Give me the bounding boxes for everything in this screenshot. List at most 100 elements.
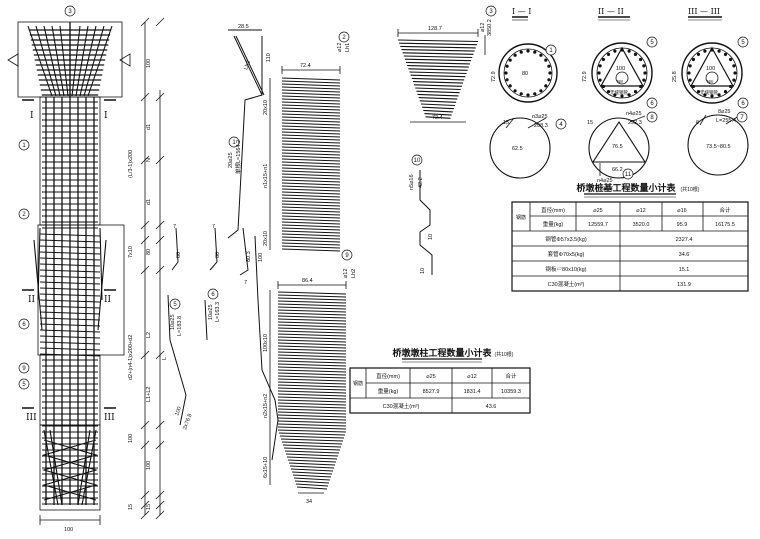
section-mark-III-right: III: [104, 413, 115, 423]
rebar-dot: [533, 92, 537, 96]
rebar-dot: [544, 84, 548, 88]
rebar-dot: [547, 64, 551, 68]
spiral2-turn: [277, 393, 347, 397]
marker-5d: 5: [737, 36, 749, 48]
table1-title: 桥墩桩基工程数量小计表: [576, 182, 676, 194]
dim-N: N: [146, 158, 152, 162]
spiral2-turn: [277, 327, 347, 331]
marker-1b: 1: [228, 136, 240, 148]
section-II-n8: N8: [617, 79, 623, 84]
table1-h4: 合计: [719, 206, 731, 214]
column-stirrup: [39, 269, 101, 273]
column-stirrup: [39, 245, 101, 249]
table2: 桥墩墩柱工程数量小计表 (共10根) 钢筋 直径(mm) ⌀25 ⌀12 合计 …: [353, 347, 521, 410]
rebar-dot: [519, 50, 523, 54]
rebar-dot: [513, 89, 517, 93]
z-bar-len: 42.2: [418, 177, 424, 188]
small-bar-d: 100: [174, 406, 183, 417]
section-III-note: 无缝钢管: [700, 89, 718, 96]
table1-h3: ⌀16: [677, 208, 686, 214]
cone-turn: [397, 39, 479, 43]
ring11-tag: n4⌀25: [597, 178, 613, 184]
ring8-tag: n4⌀25: [626, 111, 642, 117]
dim-tick: [155, 510, 165, 520]
ring11-len: 198.7: [599, 186, 613, 192]
rebar-dot: [513, 53, 517, 57]
rebar-dot: [620, 94, 624, 98]
spiral2-turn: [277, 420, 347, 424]
spiral2-tag-sub: Lh2: [351, 269, 357, 278]
ring4-len: 208.3: [534, 123, 548, 129]
spiral2-turn: [292, 474, 332, 478]
spiral2-tag: ⌀12: [343, 269, 349, 278]
marker-5b: 5: [169, 298, 181, 310]
table1-title-note: (共10根): [681, 186, 700, 193]
dim-L1-L2: L1+L2: [146, 387, 152, 402]
section-II-dim: 100: [616, 66, 625, 72]
ring-4: [489, 117, 551, 179]
spiral2-turn: [280, 438, 344, 442]
svg-text:6: 6: [22, 322, 26, 328]
cone-turn: [410, 74, 466, 78]
spiral2-turn: [277, 369, 347, 373]
spiral2-turn: [277, 333, 347, 337]
rebar-dot: [508, 58, 512, 62]
spiral1-turn: [281, 176, 341, 180]
spiral2-turn: [278, 432, 346, 436]
column-stirrup: [39, 311, 101, 315]
dim-tick: [155, 92, 165, 102]
spiral2-turn: [277, 339, 347, 343]
svg-text:4: 4: [559, 122, 563, 128]
section-II: [591, 16, 653, 104]
z-bar-drawing: [419, 170, 433, 275]
spiral2-turn: [277, 324, 347, 328]
svg-text:2: 2: [342, 35, 346, 41]
dim-tick: [140, 440, 150, 450]
marker-6d: 6: [737, 97, 749, 109]
spiral2-turn: [277, 294, 347, 298]
ring8-len: 292.3: [628, 120, 642, 126]
dim-bottom-width: 100: [64, 527, 73, 533]
rebar-dot: [597, 71, 601, 75]
cone-turn: [411, 77, 465, 81]
rebar-dot: [688, 64, 692, 68]
table2-h0: 直径(mm): [376, 372, 400, 380]
section-mark-I-right: I: [104, 111, 108, 121]
spiral1-turn: [281, 221, 341, 225]
cone-turn: [424, 113, 452, 116]
rebar-dot: [642, 78, 646, 82]
dim-tick: [140, 265, 150, 275]
table2-title: 桥墩墩柱工程数量小计表: [392, 347, 492, 359]
spiral2-turn: [277, 408, 347, 412]
table1-r3-label: C30混凝土(m³): [548, 280, 585, 288]
spiral2-turn: [293, 477, 331, 481]
svg-text:6: 6: [211, 292, 215, 298]
cone-turn: [412, 81, 464, 84]
rebar-dot: [598, 64, 602, 68]
cone-turn: [408, 68, 468, 71]
column-stirrup: [39, 239, 101, 243]
bent-bar-drawing: [167, 29, 279, 461]
small-bar-a: L=183.8: [177, 316, 183, 336]
spiral2-turn: [277, 306, 347, 310]
spiral1-turn: [281, 206, 341, 210]
rebar-dot: [539, 53, 543, 57]
spiral1-turn: [281, 152, 341, 156]
spiral2-turn: [277, 426, 347, 430]
spiral2-turn: [277, 342, 347, 346]
table1-r1-label: 套管Φ70x5(kg): [548, 250, 585, 258]
cone-tag-sub: 3850.2: [487, 19, 493, 36]
section-mark-II-left: II: [28, 295, 36, 305]
bent-label-c: 单根L=1564.2: [234, 140, 242, 174]
column-stirrup: [39, 275, 101, 279]
dim-80: 80: [146, 249, 152, 255]
rebar-dot: [728, 84, 733, 89]
spiral1-turn: [281, 95, 341, 99]
spiral2-turn: [281, 441, 343, 445]
cone-turn: [423, 109, 453, 113]
section-III: [681, 16, 743, 104]
spiral1-turn: [281, 224, 341, 228]
spiral2-turn: [286, 456, 338, 460]
table2-h2: ⌀12: [467, 374, 476, 380]
rebar-dot: [733, 71, 737, 75]
